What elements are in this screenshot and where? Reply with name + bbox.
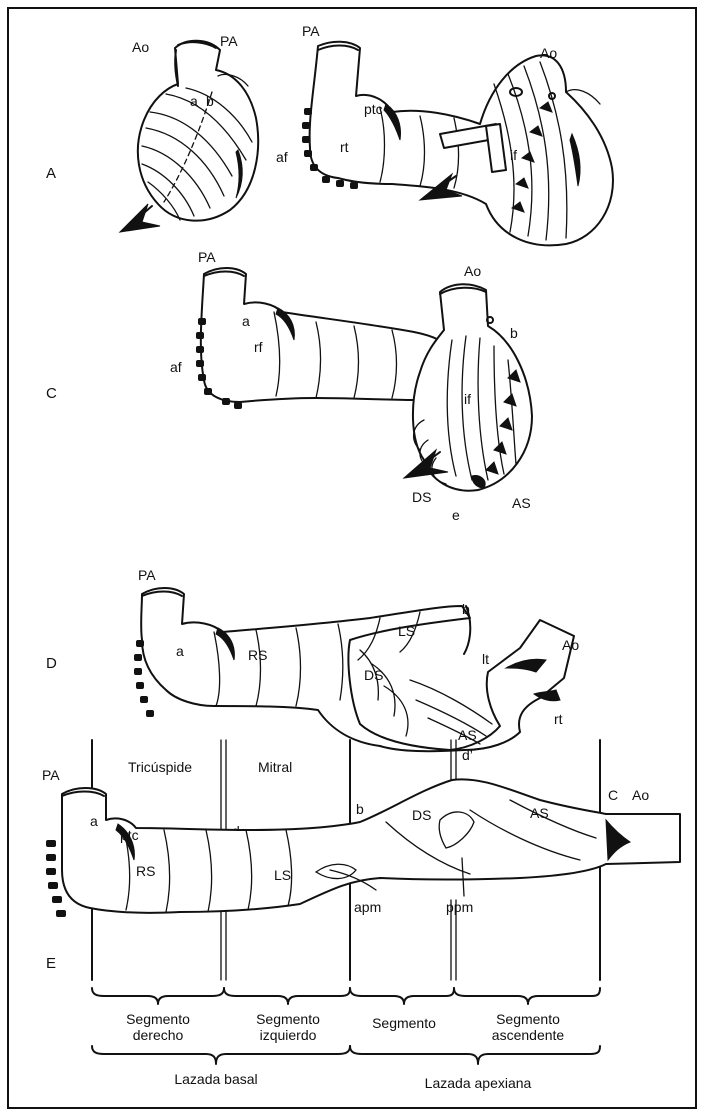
a-right-af: af <box>276 149 288 165</box>
e-tricuspide: Tricúspide <box>128 759 192 775</box>
segment-4-line2: ascendente <box>492 1027 565 1043</box>
e-ls: LS <box>274 867 291 883</box>
e-ptc: ptc <box>120 827 139 843</box>
c-rf: rf <box>254 339 263 355</box>
e-pa: PA <box>42 767 60 783</box>
e-ds: DS <box>412 807 431 823</box>
d-rs: RS <box>248 647 267 663</box>
c-b: b <box>510 325 518 341</box>
c-if: if <box>464 391 471 407</box>
e-a: a <box>90 813 98 829</box>
c-a: a <box>242 313 250 329</box>
a-right-pa: PA <box>302 23 320 39</box>
e-apm: apm <box>354 899 381 915</box>
row-label-a: A <box>46 165 56 182</box>
panel-d-band <box>134 588 574 751</box>
e-ao: Ao <box>632 787 649 803</box>
segment-2-line2: izquierdo <box>260 1027 317 1043</box>
row-label-c: C <box>46 385 57 402</box>
panel-c-band <box>196 268 532 491</box>
e-as: AS <box>530 805 549 821</box>
a-right-if: if <box>510 147 517 163</box>
d-lt: lt <box>482 651 489 667</box>
segment-1-line1: Segmento <box>126 1011 190 1027</box>
e-c: C <box>608 787 618 803</box>
c-ds: DS <box>412 489 431 505</box>
d-as: AS <box>458 727 477 743</box>
d-rt: rt <box>554 711 563 727</box>
d-b: b <box>462 601 470 617</box>
e-ppm: ppm <box>446 899 473 915</box>
e-b: b <box>356 801 364 817</box>
loop-basal: Lazada basal <box>174 1071 257 1087</box>
d-ds: DS <box>364 667 383 683</box>
segment-1-line2: derecho <box>133 1027 184 1043</box>
e-dprime: d’ <box>462 747 473 763</box>
panel-e-unfolded-band <box>46 779 680 917</box>
c-ao: Ao <box>464 263 481 279</box>
c-pa: PA <box>198 249 216 265</box>
a-left-a: a <box>190 93 198 109</box>
d-a: a <box>176 643 184 659</box>
a-right-rt: rt <box>340 139 349 155</box>
row-label-d: D <box>46 655 57 672</box>
panel-a-unfolding-band <box>302 42 613 246</box>
e-rs: RS <box>136 863 155 879</box>
loop-apical: Lazada apexiana <box>425 1075 532 1091</box>
c-as: AS <box>512 495 531 511</box>
d-ao: Ao <box>562 637 579 653</box>
a-left-ao: Ao <box>132 39 149 55</box>
segment-4-line1: Segmento <box>496 1011 560 1027</box>
c-af: af <box>170 359 182 375</box>
segment-3-line1: Segmento <box>372 1015 436 1031</box>
e-mitral: Mitral <box>258 759 292 775</box>
d-pa: PA <box>138 567 156 583</box>
a-right-ao: Ao <box>540 45 557 61</box>
a-left-pa: PA <box>220 33 238 49</box>
panel-a-intact-heart <box>120 41 258 232</box>
d-ls: LS <box>398 623 415 639</box>
a-right-ptc: ptc <box>364 101 383 117</box>
c-e: e <box>452 507 460 523</box>
segment-2-line1: Segmento <box>256 1011 320 1027</box>
a-left-b: b <box>206 93 214 109</box>
row-label-e: E <box>46 955 56 972</box>
